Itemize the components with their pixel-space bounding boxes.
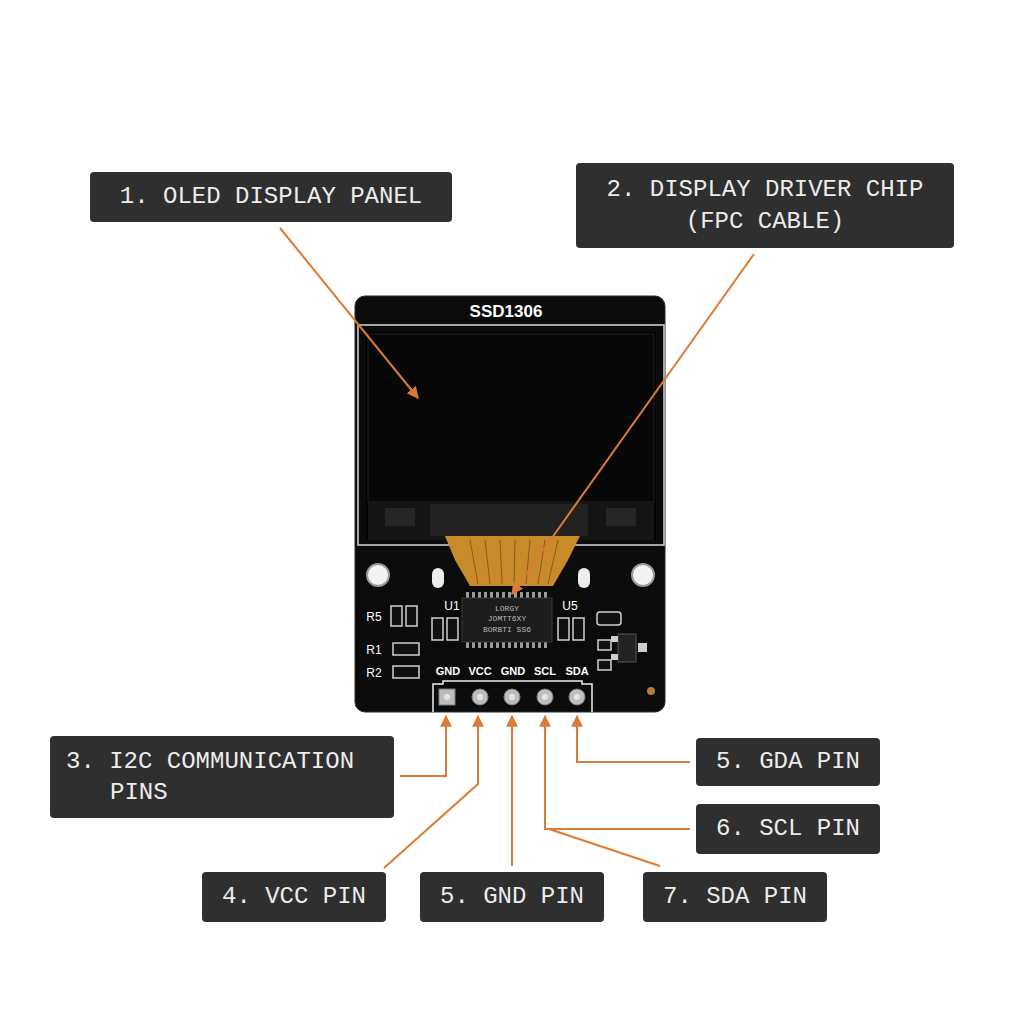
smd-capacitor	[597, 612, 621, 625]
leader-line	[512, 254, 754, 594]
pin-hole	[444, 694, 450, 700]
driver-chip	[462, 598, 552, 642]
chip-pins	[466, 592, 550, 598]
glass-tab	[385, 508, 415, 526]
regulator-leg	[611, 654, 618, 660]
callout-box: 6. SCL PIN	[696, 804, 880, 854]
regulator-leg	[611, 636, 618, 642]
component-designator: R2	[366, 667, 381, 679]
display-frame	[358, 325, 664, 545]
chip-pins	[466, 642, 550, 648]
fpc-cable	[445, 536, 580, 586]
pin-hole	[574, 694, 580, 700]
smd-capacitor	[573, 618, 584, 640]
part-number: SSD1306	[470, 303, 543, 320]
callout-text: 6. SCL PIN	[712, 813, 864, 844]
solder-pad	[647, 687, 655, 695]
leader-line	[400, 716, 446, 776]
pin-name: SDA	[565, 666, 588, 677]
leader-line	[545, 716, 690, 829]
callout-box: 5. GDA PIN	[696, 738, 880, 786]
callout-box: 3. I2C COMMUNICATION PINS	[50, 736, 394, 818]
smd-resistor	[393, 666, 419, 678]
mounting-hole	[632, 564, 654, 586]
pin-holes	[444, 694, 580, 700]
component-designator: U1	[444, 600, 459, 612]
pin-name: GND	[436, 666, 460, 677]
component-designator: U5	[562, 600, 577, 612]
smd-resistor	[393, 643, 419, 655]
leader-line	[384, 716, 478, 868]
pcb-board	[355, 296, 665, 712]
smd-capacitor	[447, 618, 458, 640]
leader-line	[577, 716, 690, 762]
chip-marking: LORGY	[495, 605, 519, 613]
header-pin	[569, 689, 585, 705]
pin-hole	[477, 694, 483, 700]
callout-box: 2. DISPLAY DRIVER CHIP (FPC CABLE)	[576, 163, 954, 248]
display-lower-glass	[368, 502, 654, 540]
chip-marking: BORBTI SS6	[483, 626, 531, 634]
pin-hole	[542, 694, 548, 700]
header-outline	[433, 681, 592, 712]
regulator-body	[618, 634, 636, 662]
pin-name: VCC	[468, 666, 491, 677]
callout-box: 5. GND PIN	[420, 872, 604, 922]
smd-capacitor	[432, 618, 443, 640]
callout-box: 1. OLED DISPLAY PANEL	[90, 172, 452, 222]
leader-line	[511, 716, 513, 866]
callout-text: 5. GDA PIN	[712, 746, 864, 777]
header-pin	[504, 689, 520, 705]
component-designator: R5	[366, 611, 381, 623]
smd-resistor	[391, 606, 402, 626]
mounting-slot	[432, 568, 444, 588]
mounting-hole	[367, 564, 389, 586]
pin-name: SCL	[534, 666, 556, 677]
callout-text: 1. OLED DISPLAY PANEL	[106, 181, 436, 212]
leader-line	[549, 829, 660, 866]
smd-resistor	[406, 606, 417, 626]
callout-text: 4. VCC PIN	[218, 881, 370, 912]
pin-hole	[509, 694, 515, 700]
glass-tab	[606, 508, 636, 526]
header-pin	[472, 689, 488, 705]
smd-resistor	[598, 660, 611, 670]
chip-marking: JOMTT6XY	[488, 615, 526, 623]
callout-text: 3. I2C COMMUNICATION PINS	[110, 746, 382, 808]
callout-box: 7. SDA PIN	[643, 872, 827, 922]
header-pin	[439, 689, 455, 705]
header-pin	[537, 689, 553, 705]
smd-capacitor	[558, 618, 569, 640]
mounting-slot	[578, 568, 590, 588]
regulator-leg	[638, 643, 647, 652]
callout-text: 2. DISPLAY DRIVER CHIP (FPC CABLE)	[592, 174, 938, 236]
display-active-area	[368, 334, 654, 502]
display-glass	[366, 332, 656, 540]
pin-name: GND	[501, 666, 525, 677]
component-designator: R1	[366, 644, 381, 656]
callout-box: 4. VCC PIN	[202, 872, 386, 922]
callout-text: 7. SDA PIN	[659, 881, 811, 912]
smd-resistor	[598, 640, 611, 650]
callout-text: 5. GND PIN	[436, 881, 588, 912]
smd-components	[391, 606, 621, 678]
leader-line	[280, 228, 418, 398]
